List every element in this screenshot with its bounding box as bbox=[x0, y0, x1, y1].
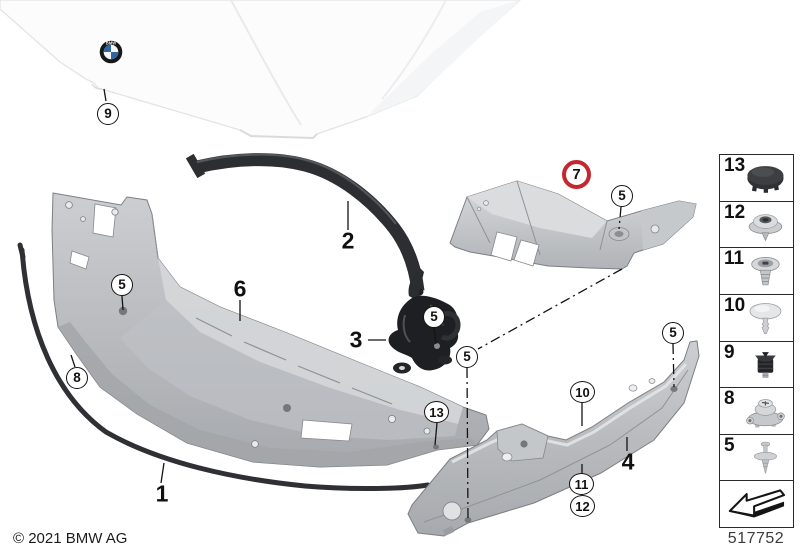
expanding-clip-icon bbox=[751, 256, 780, 286]
leader-lines bbox=[70, 88, 675, 520]
legend-number: 10 bbox=[724, 294, 746, 316]
legend-item-12: 12 bbox=[720, 200, 793, 248]
legend-number: 5 bbox=[724, 434, 735, 456]
legend-item-10: 10 bbox=[720, 293, 793, 341]
legend-item-arrow bbox=[720, 480, 793, 527]
callout-12: 12 bbox=[570, 495, 595, 517]
callout-5-panel: 5 bbox=[111, 274, 133, 296]
part-label-2: 2 bbox=[341, 227, 355, 254]
legend-number: 8 bbox=[724, 388, 735, 410]
callout-7-highlighted: 7 bbox=[562, 160, 591, 189]
rubber-grommet-icon bbox=[755, 352, 776, 379]
legend-item-11: 11 bbox=[720, 247, 793, 294]
legend-item-9: 9 bbox=[720, 340, 793, 388]
callout-5-rail: 5 bbox=[662, 322, 684, 344]
bmw-logo: BMW bbox=[99, 40, 123, 64]
pin-clip-icon bbox=[749, 302, 782, 334]
legend-number: 11 bbox=[724, 248, 745, 270]
callout-5-lock: 5 bbox=[423, 306, 445, 328]
bmw-logo-text: BMW bbox=[106, 40, 117, 45]
fastener-legend: 13 12 11 bbox=[719, 154, 794, 528]
legend-number: 13 bbox=[724, 155, 746, 176]
legend-item-5: 5 bbox=[720, 433, 793, 481]
legend-number: 12 bbox=[724, 201, 746, 223]
cover-cap-icon bbox=[747, 165, 784, 193]
callout-11: 11 bbox=[569, 473, 594, 495]
part-label-4: 4 bbox=[621, 448, 635, 475]
front-panel-cover bbox=[51, 192, 490, 468]
side-trim-rail bbox=[407, 340, 700, 537]
legend-item-8: 8 bbox=[720, 387, 793, 434]
part-label-3: 3 bbox=[349, 326, 363, 353]
legend-number: 9 bbox=[724, 341, 735, 363]
copyright-text: © 2021 BMW AG bbox=[13, 530, 128, 547]
front-direction-arrow-icon bbox=[728, 489, 786, 518]
document-number: 517752 bbox=[727, 530, 785, 547]
callout-5-mid: 5 bbox=[456, 346, 478, 368]
callout-13: 13 bbox=[424, 401, 449, 423]
callout-5-panel7: 5 bbox=[611, 185, 633, 207]
part-label-6: 6 bbox=[233, 275, 247, 302]
part-label-1: 1 bbox=[155, 480, 169, 507]
callout-10: 10 bbox=[570, 381, 595, 403]
lower-seal-strip bbox=[17, 242, 431, 492]
push-rivet-icon bbox=[753, 442, 777, 474]
side-panel-highlighted bbox=[449, 180, 697, 270]
mounting-clip-icon bbox=[746, 398, 785, 428]
callout-9: 9 bbox=[97, 103, 119, 125]
legend-item-13: 13 bbox=[720, 155, 793, 201]
blind-rivet-icon bbox=[748, 214, 783, 242]
hood-seal-strip bbox=[185, 153, 425, 296]
callout-8: 8 bbox=[66, 367, 88, 389]
hood-panel bbox=[0, 0, 521, 140]
